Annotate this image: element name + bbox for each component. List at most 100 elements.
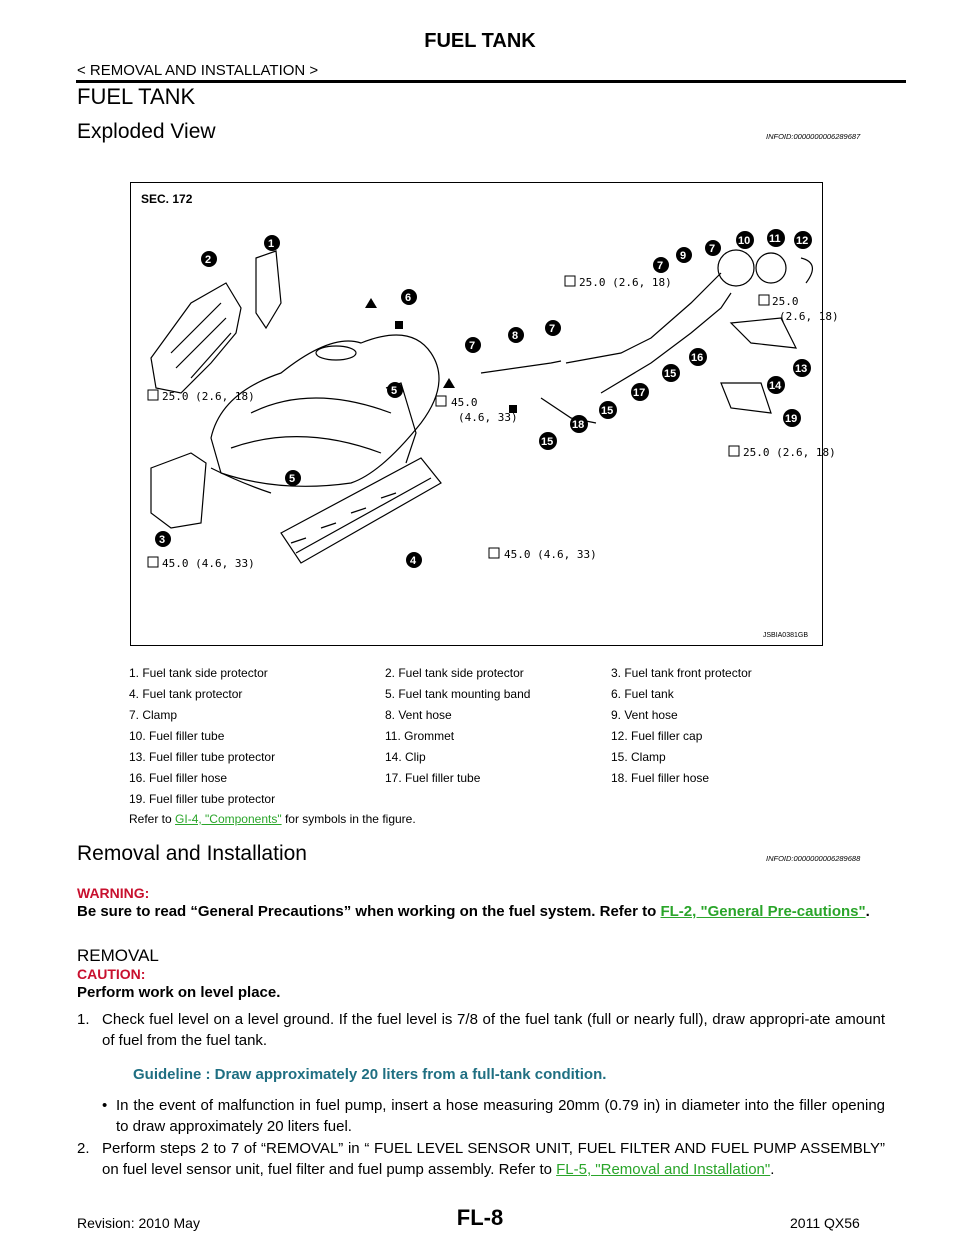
svg-text:3: 3 (159, 534, 165, 546)
callout-11: 11 (767, 229, 785, 247)
callout-1: 1 (264, 235, 280, 251)
legend-item: 2. Fuel tank side protector (385, 666, 524, 680)
step-1-number: 1. (77, 1011, 90, 1028)
legend-item: 10. Fuel filler tube (129, 729, 225, 743)
legend-item: 11. Grommet (385, 729, 455, 743)
torque-label: 45.0 (4.6, 33) (504, 548, 597, 561)
figure-section-number: SEC. 172 (141, 192, 193, 206)
callout-15c: 15 (539, 432, 557, 450)
callout-17: 17 (631, 383, 649, 401)
callout-7d: 7 (705, 240, 721, 256)
svg-text:15: 15 (541, 436, 553, 448)
svg-text:13: 13 (795, 363, 807, 375)
legend-item: 15. Clamp (611, 750, 666, 764)
legend-reference: Refer to GI-4, "Components" for symbols … (129, 812, 416, 826)
svg-text:5: 5 (391, 385, 397, 397)
svg-text:19: 19 (785, 413, 797, 425)
legend-item: 18. Fuel filler hose (611, 771, 710, 785)
callout-5a: 5 (387, 382, 403, 398)
callout-2: 2 (201, 251, 217, 267)
bullet-marker: • (102, 1097, 108, 1114)
svg-text:7: 7 (709, 243, 715, 255)
warning-text: Be sure to read “General Precautions” wh… (77, 902, 887, 922)
legend-item: 6. Fuel tank (611, 687, 674, 701)
header-rule (76, 80, 906, 83)
svg-text:9: 9 (680, 250, 686, 262)
components-link[interactable]: GI-4, "Components" (175, 812, 282, 826)
callout-5b: 5 (285, 470, 301, 486)
breadcrumb: < REMOVAL AND INSTALLATION > (77, 62, 319, 79)
svg-text:6: 6 (405, 292, 411, 304)
general-precautions-link[interactable]: FL-2, "General Pre-cautions" (660, 903, 866, 920)
torque-label: 25.0 (2.6, 18) (743, 446, 836, 459)
torque-label: 25.0 (2.6, 18) (162, 390, 255, 403)
step-1-text: Check fuel level on a level ground. If t… (102, 1011, 885, 1049)
warning-body: Be sure to read “General Precautions” wh… (77, 903, 661, 920)
legend-ref-pre: Refer to (129, 812, 176, 826)
legend-item: 5. Fuel tank mounting band (385, 687, 531, 701)
legend-item: 12. Fuel filler cap (611, 729, 703, 743)
svg-text:16: 16 (691, 352, 703, 364)
page-number: FL-8 (456, 1205, 504, 1230)
callout-8: 8 (508, 327, 524, 343)
legend-item: 1. Fuel tank side protector (129, 666, 268, 680)
legend-ref-post: for symbols in the figure. (281, 812, 416, 826)
svg-text:15: 15 (664, 368, 676, 380)
legend-item: 19. Fuel filler tube protector (129, 792, 276, 806)
caution-text: Perform work on level place. (77, 984, 281, 1001)
side-protector-shape (150, 282, 242, 394)
callout-9: 9 (676, 247, 692, 263)
removal-subheading: REMOVAL (77, 946, 159, 965)
svg-text:11: 11 (769, 233, 781, 245)
torque-labels: 25.0 (2.6, 18) 25.0 (2.6, 18) 25.0 (2.6,… (147, 275, 839, 570)
legend-item: 4. Fuel tank protector (129, 687, 243, 701)
svg-text:7: 7 (469, 340, 475, 352)
callout-16: 16 (689, 348, 707, 366)
removal-installation-heading: Removal and Installation (77, 842, 307, 865)
torque-label: 45.0 (4.6, 33) (162, 557, 255, 570)
removal-installation-link[interactable]: FL-5, "Removal and Installation" (556, 1161, 771, 1178)
exploded-view-drawing: 25.0 (2.6, 18) 25.0 (2.6, 18) 25.0 (2.6,… (147, 229, 839, 570)
svg-text:12: 12 (796, 235, 808, 247)
legend-item: 17. Fuel filler tube (385, 771, 481, 785)
callout-15b: 15 (599, 401, 617, 419)
legend-item: 7. Clamp (129, 708, 178, 722)
torque-label: 25.0 (2.6, 18) (579, 276, 672, 289)
svg-text:18: 18 (572, 419, 584, 431)
svg-text:14: 14 (769, 380, 782, 392)
running-header-title: FUEL TANK (424, 30, 536, 52)
exploded-view-infoid: INFOID:0000000006289687 (766, 132, 861, 141)
callout-4: 4 (406, 552, 422, 568)
callout-7c: 7 (653, 257, 669, 273)
svg-text:1: 1 (268, 238, 274, 250)
callout-13: 13 (793, 359, 811, 377)
removal-installation-infoid: INFOID:0000000006289688 (766, 854, 861, 863)
svg-text:8: 8 (512, 330, 518, 342)
legend-item: 3. Fuel tank front protector (611, 666, 752, 680)
svg-text:10: 10 (738, 235, 750, 247)
torque-label: (2.6, 18) (779, 310, 839, 323)
svg-text:7: 7 (657, 260, 663, 272)
svg-text:5: 5 (289, 473, 295, 485)
callout-14: 14 (767, 376, 785, 394)
legend-item: 8. Vent hose (385, 708, 452, 722)
callout-15a: 15 (662, 364, 680, 382)
warning-post: . (865, 903, 870, 920)
legend-item: 13. Fuel filler tube protector (129, 750, 276, 764)
caution-label: CAUTION: (77, 966, 146, 982)
step-2-body: Perform steps 2 to 7 of “REMOVAL” in “ F… (102, 1140, 885, 1178)
callouts: 1 2 3 4 5 5 6 7 7 7 7 8 9 10 11 12 13 14… (155, 229, 812, 568)
svg-text:17: 17 (633, 387, 645, 399)
torque-label: (4.6, 33) (458, 411, 518, 424)
legend-item: 14. Clip (385, 750, 426, 764)
svg-text:2: 2 (205, 254, 211, 266)
figure-code: JSBIA0381GB (762, 632, 808, 639)
svg-text:15: 15 (601, 405, 613, 417)
guideline: Guideline : Draw approximately 20 liters… (133, 1066, 607, 1083)
exploded-view-heading: Exploded View (77, 120, 216, 143)
warning-label: WARNING: (77, 885, 150, 901)
revision-date: Revision: 2010 May (77, 1215, 200, 1231)
bullet-text: In the event of malfunction in fuel pump… (116, 1097, 885, 1135)
exploded-view-figure: SEC. 172 (130, 182, 839, 646)
callout-19: 19 (783, 409, 801, 427)
